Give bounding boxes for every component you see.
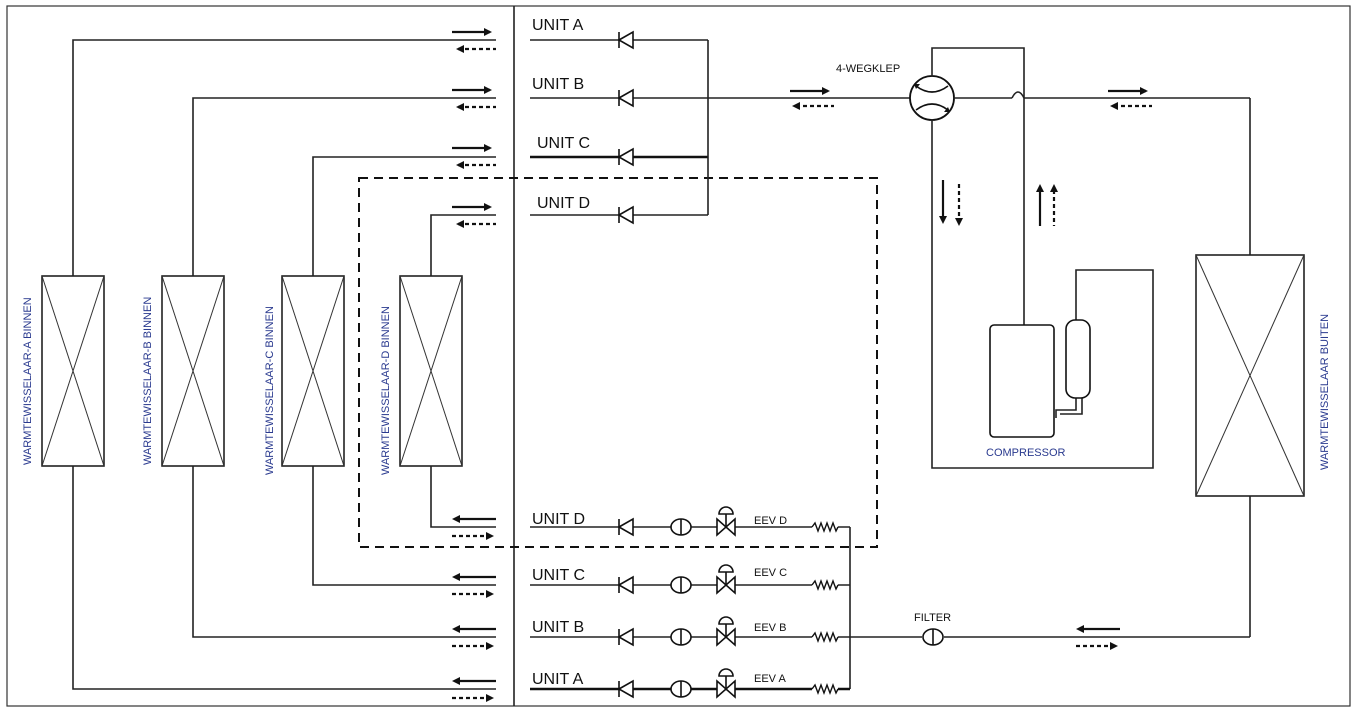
label-unit-d-bottom: UNIT D [532,511,585,528]
label-heat-exchanger-d: WARMTEWISSELAAR-D BINNEN [380,306,392,475]
liquid-branch-b [530,616,850,646]
heat-exchanger-b [161,275,225,467]
liquid-branch-a [530,668,850,698]
label-heat-exchanger-b: WARMTEWISSELAAR-B BINNEN [142,297,154,465]
heat-exchanger-d [399,275,463,467]
liquid-flow-arrows [1076,625,1120,650]
label-eev-c: EEV C [754,567,787,579]
filter-icon [922,628,944,646]
gas-flow-arrows [790,87,1152,110]
check-valve-icon [618,148,634,166]
label-unit-a-top: UNIT A [532,17,584,34]
heat-exchanger-outdoor [1195,254,1305,497]
diagram-border [6,5,1351,707]
label-heat-exchanger-c: WARMTEWISSELAAR-C BINNEN [264,306,276,475]
label-heat-exchanger-outdoor: WARMTEWISSELAAR BUITEN [1319,314,1331,470]
four-way-valve [909,75,955,121]
check-valve-icon [618,31,634,49]
indoor-piping [72,39,496,690]
indoor-flow-arrows [452,28,496,702]
label-unit-b-bottom: UNIT B [532,619,584,636]
label-unit-c-top: UNIT C [537,135,590,152]
label-eev-a: EEV A [754,673,786,685]
check-valve-icon [618,206,634,224]
liquid-branch-d [530,506,850,536]
label-unit-c-bottom: UNIT C [532,567,585,584]
compressor [989,319,1091,438]
compressor-flow-arrows [939,180,1058,226]
heat-exchanger-a [41,275,105,467]
heat-exchanger-c [281,275,345,467]
label-filter: FILTER [914,612,951,624]
label-unit-a-bottom: UNIT A [532,671,584,688]
liquid-branch-c [530,564,850,594]
label-unit-d-top: UNIT D [537,195,590,212]
label-heat-exchanger-a: WARMTEWISSELAAR-A BINNEN [22,297,34,465]
label-four-way-valve: 4-WEGKLEP [836,63,900,75]
label-eev-d: EEV D [754,515,787,527]
unit-d-boundary [358,177,878,548]
label-eev-b: EEV B [754,622,786,634]
outdoor-piping [849,47,1251,689]
check-valve-icon [618,89,634,107]
label-unit-b-top: UNIT B [532,76,584,93]
label-compressor: COMPRESSOR [986,447,1066,459]
